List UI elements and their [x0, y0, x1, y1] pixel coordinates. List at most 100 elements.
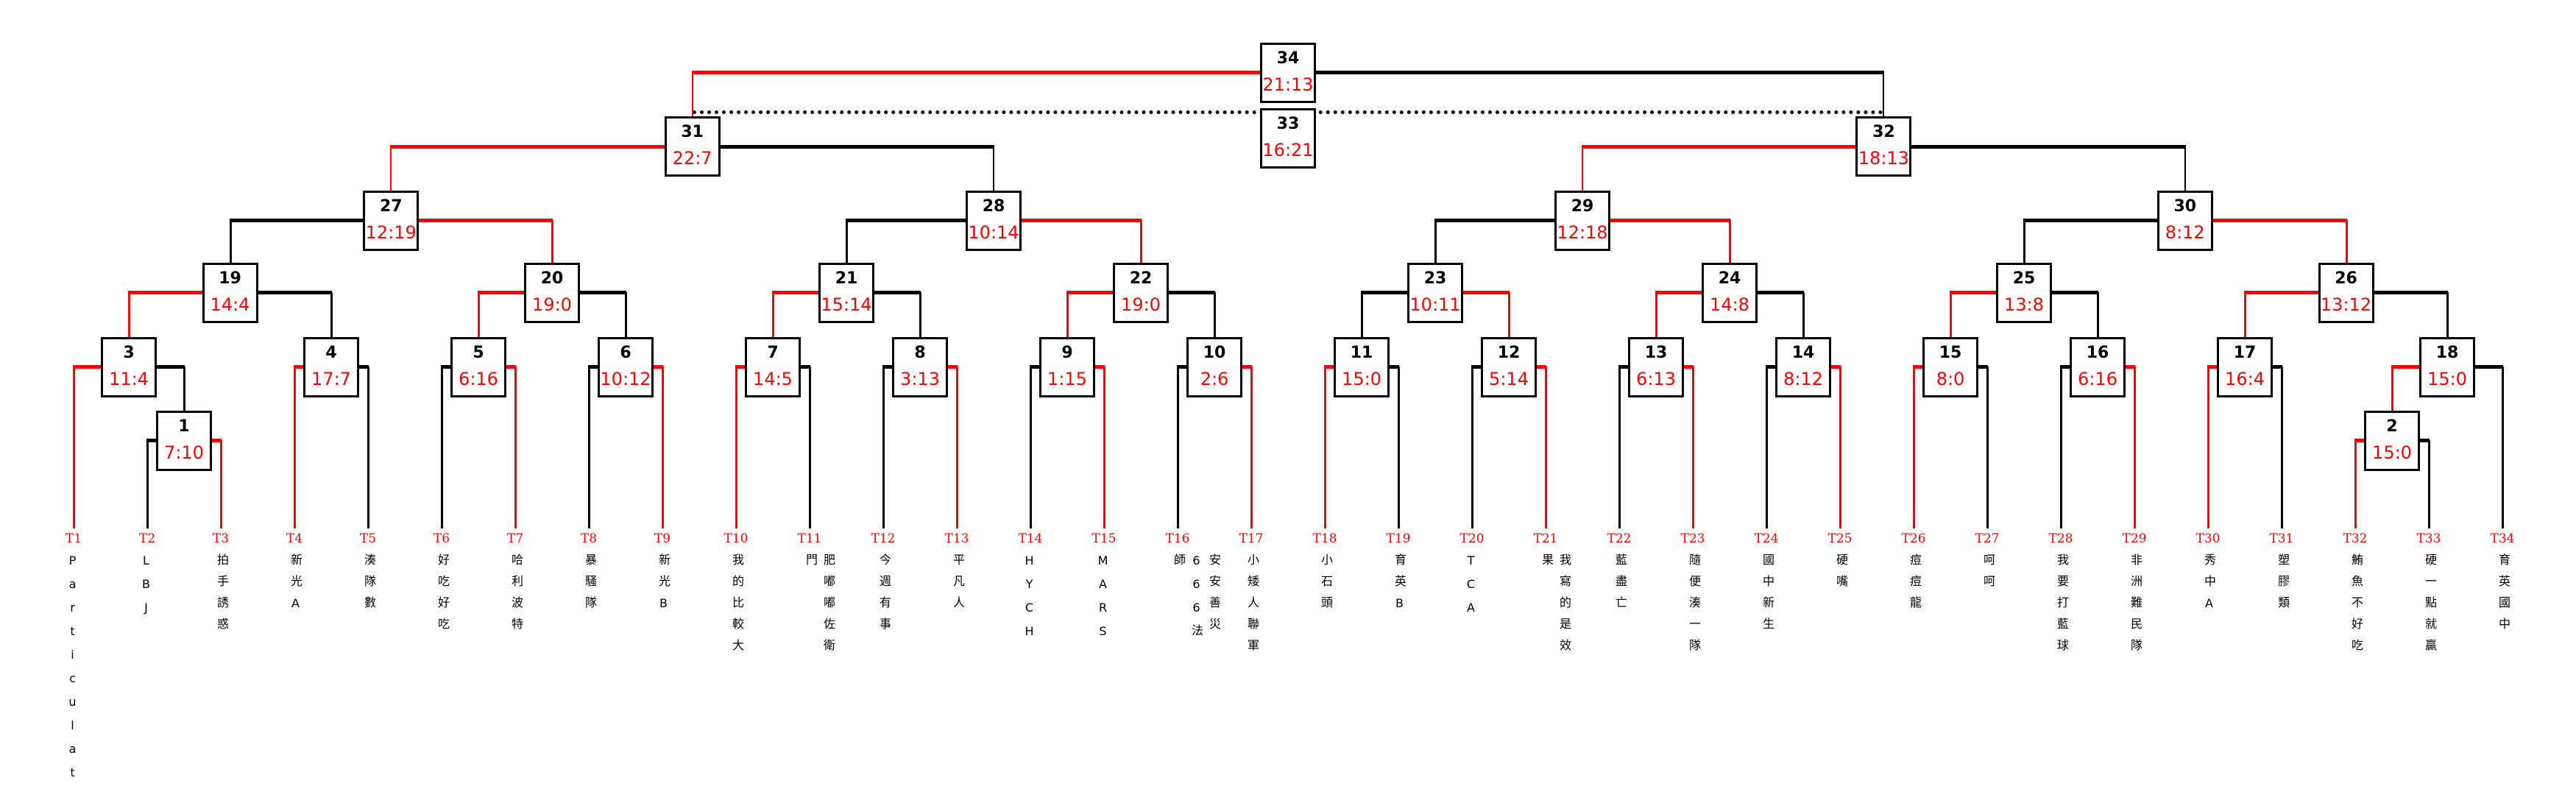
team-seed-label: T4	[286, 531, 303, 546]
connector-27-left-drop	[229, 220, 232, 263]
connector-25-right	[2052, 291, 2098, 294]
connector-22-right-drop	[1214, 292, 1216, 337]
connector-22-right	[1169, 291, 1215, 294]
connector-5-left	[441, 365, 450, 369]
team-seed-label: T17	[1239, 531, 1264, 546]
connector-24-right	[1758, 291, 1804, 294]
connector-13-left	[1618, 365, 1628, 369]
connector-17-right	[2273, 365, 2282, 369]
connector-3-right	[157, 365, 185, 369]
connector-7-right	[801, 365, 810, 369]
connector-31-right-drop	[993, 146, 994, 191]
match-score: 3:13	[900, 369, 940, 389]
connector-9-right	[1095, 365, 1105, 369]
match-score: 8:0	[1936, 369, 1965, 389]
match-number: 32	[1872, 123, 1895, 141]
connector-29-right-drop	[1729, 220, 1731, 263]
connector-28-left	[846, 219, 966, 222]
connector-8-right-drop	[956, 367, 958, 528]
match-score: 6:16	[459, 369, 498, 389]
connector-1-right	[212, 439, 222, 442]
connector-32-left	[1582, 145, 1856, 149]
connector-11-left-drop	[1324, 367, 1326, 528]
team-name: 育英B	[1393, 553, 1406, 620]
connector-8-left-drop	[882, 367, 885, 528]
match-box-22[interactable]: 22 19:0	[1113, 263, 1169, 323]
match-box-1[interactable]: 1 7:10	[156, 411, 212, 471]
connector-11-right	[1390, 365, 1399, 369]
team-seed-label: T8	[580, 531, 598, 546]
match-score: 7:10	[164, 442, 204, 463]
connector-17-right-drop	[2281, 367, 2283, 528]
match-number: 10	[1203, 344, 1226, 362]
connector-14-right-drop	[1839, 367, 1841, 528]
match-score: 19:0	[1121, 294, 1161, 315]
connector-4-left-drop	[294, 367, 296, 528]
team-seed-label: T15	[1091, 531, 1117, 546]
connector-20-right-drop	[625, 292, 627, 337]
connector-27-right	[419, 219, 553, 222]
connector-34-right	[1316, 71, 1885, 74]
connector-30-right-drop	[2345, 220, 2348, 263]
connector-24-right-drop	[1802, 292, 1805, 337]
connector-30-right	[2212, 219, 2347, 222]
match-score: 22:7	[672, 148, 712, 169]
connector-13-right-drop	[1692, 367, 1694, 528]
team-name: Particulat	[66, 553, 79, 789]
match-score: 13:12	[2320, 294, 2372, 315]
connector-12-left-drop	[1471, 367, 1473, 528]
team-seed-label: T12	[871, 531, 896, 546]
match-score: 1:15	[1047, 369, 1087, 389]
connector-6-right	[654, 365, 663, 369]
team-name: 秀中A	[2202, 553, 2216, 620]
connector-2-right-drop	[2428, 440, 2430, 528]
team-seed-label: T26	[1901, 531, 1926, 546]
connector-32-right-drop	[2184, 146, 2186, 191]
connector-20-left-drop	[478, 292, 480, 337]
match-score: 10:11	[1409, 294, 1461, 315]
connector-21-left-drop	[772, 292, 774, 337]
match-number: 22	[1129, 269, 1153, 288]
match-number: 3	[123, 344, 135, 362]
team-seed-label: T16	[1165, 531, 1190, 546]
connector-16-left	[2060, 365, 2070, 369]
connector-16-left-drop	[2060, 367, 2062, 528]
match-number: 1	[178, 417, 190, 436]
match-number: 18	[2435, 344, 2459, 362]
team-seed-label: T34	[2490, 531, 2515, 546]
connector-4-right-drop	[367, 367, 369, 528]
match-score: 16:21	[1262, 140, 1314, 160]
